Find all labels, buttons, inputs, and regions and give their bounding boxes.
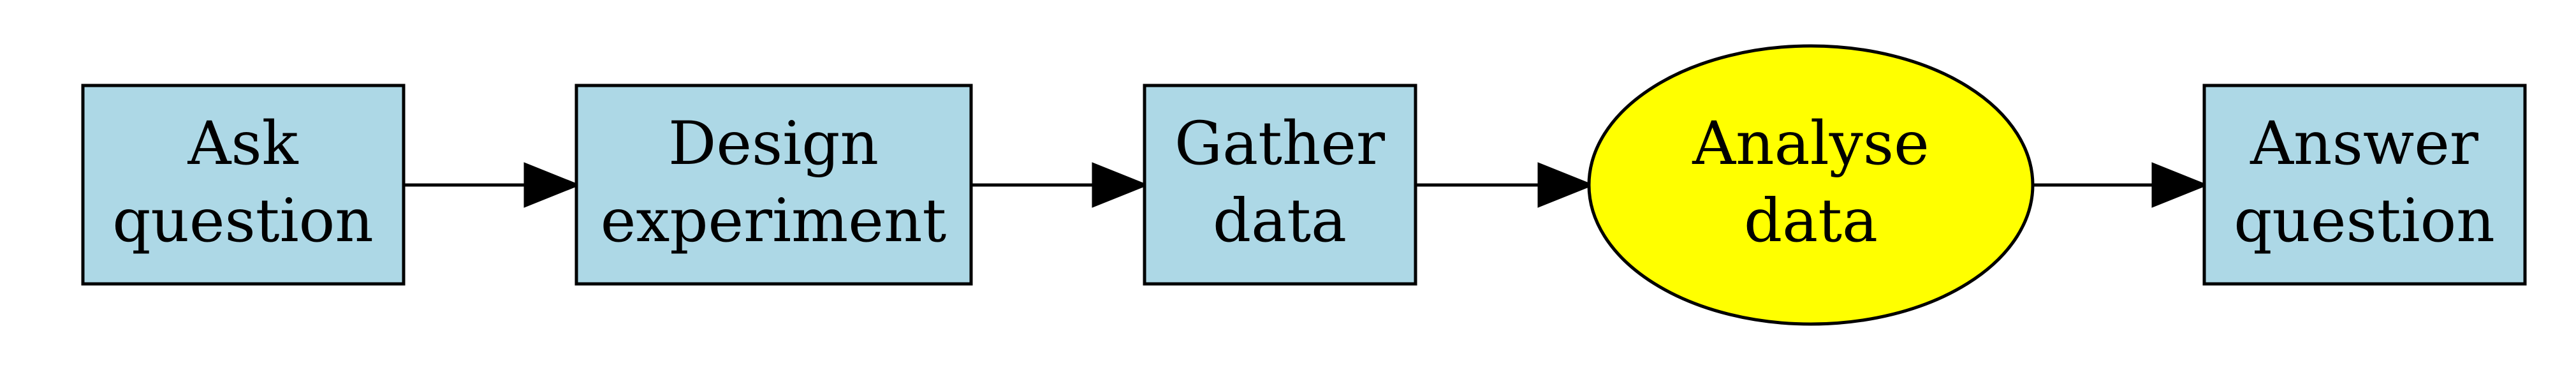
node-label-line-1: Gather <box>1175 109 1385 179</box>
node-box <box>574 84 973 286</box>
node-label-line-1: Ask <box>187 109 298 179</box>
node-label-line-1: Analyse <box>1692 109 1929 179</box>
node-label-line-1: Design <box>668 109 879 179</box>
node-design-experiment: Design experiment <box>574 84 973 286</box>
node-label-line-2: data <box>1744 186 1878 256</box>
node-label-line-2: question <box>2234 186 2495 256</box>
edge-analyse-to-answer <box>2032 162 2209 208</box>
arrowhead-icon <box>2151 162 2209 208</box>
node-analyse-data: Analyse data <box>1587 44 2035 326</box>
arrowhead-icon <box>523 162 581 208</box>
node-ellipse <box>1587 44 2035 326</box>
node-answer-question: Answer question <box>2202 84 2527 286</box>
node-gather-data: Gather data <box>1143 84 1417 286</box>
node-label-line-1: Answer <box>2250 109 2478 179</box>
node-ask-question: Ask question <box>81 84 406 286</box>
node-label-line-2: data <box>1213 186 1347 256</box>
node-box <box>81 84 406 286</box>
edge-ask-to-design <box>404 162 581 208</box>
arrowhead-icon <box>1092 162 1149 208</box>
node-box <box>2202 84 2527 286</box>
arrowhead-icon <box>1537 162 1595 208</box>
node-box <box>1143 84 1417 286</box>
edge-design-to-gather <box>971 162 1149 208</box>
edge-gather-to-analyse <box>1416 162 1595 208</box>
node-label-line-2: experiment <box>601 186 947 256</box>
node-label-line-2: question <box>112 186 374 256</box>
